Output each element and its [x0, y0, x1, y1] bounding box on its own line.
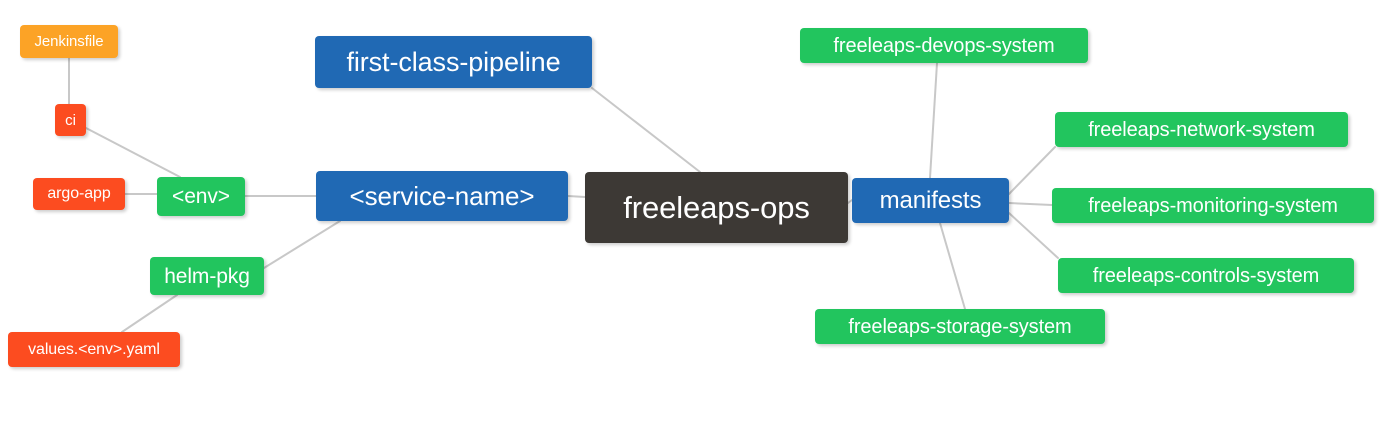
node-env[interactable]: <env>	[157, 177, 245, 216]
edge-first-class-pipeline-to-freeleaps-ops	[591, 87, 701, 173]
node-label-jenkinsfile: Jenkinsfile	[34, 33, 104, 50]
node-label-freeleaps-devops-system: freeleaps-devops-system	[833, 34, 1055, 57]
node-freeleaps-controls-system[interactable]: freeleaps-controls-system	[1058, 258, 1354, 293]
node-freeleaps-monitoring-system[interactable]: freeleaps-monitoring-system	[1052, 188, 1374, 223]
node-label-service-name: <service-name>	[349, 181, 535, 211]
node-label-values-yaml: values.<env>.yaml	[28, 340, 160, 358]
edge-manifests-to-freeleaps-devops-system	[929, 62, 938, 179]
node-label-freeleaps-monitoring-system: freeleaps-monitoring-system	[1088, 194, 1338, 217]
edge-manifests-to-freeleaps-network-system	[1008, 146, 1056, 195]
node-label-ci: ci	[65, 111, 76, 129]
edge-manifests-to-freeleaps-controls-system	[1008, 212, 1059, 259]
node-freeleaps-ops[interactable]: freeleaps-ops	[585, 172, 848, 243]
node-label-freeleaps-ops: freeleaps-ops	[623, 190, 810, 225]
edge-manifests-to-freeleaps-storage-system	[939, 222, 966, 310]
edge-service-name-to-helm-pkg	[263, 220, 341, 269]
node-label-freeleaps-storage-system: freeleaps-storage-system	[848, 315, 1072, 338]
node-label-freeleaps-controls-system: freeleaps-controls-system	[1092, 264, 1320, 287]
node-ci[interactable]: ci	[55, 104, 86, 136]
node-first-class-pipeline[interactable]: first-class-pipeline	[315, 36, 592, 88]
node-freeleaps-network-system[interactable]: freeleaps-network-system	[1055, 112, 1348, 147]
node-freeleaps-devops-system[interactable]: freeleaps-devops-system	[800, 28, 1088, 63]
node-label-freeleaps-network-system: freeleaps-network-system	[1088, 118, 1315, 141]
node-label-argo-app: argo-app	[47, 185, 111, 202]
node-manifests[interactable]: manifests	[852, 178, 1009, 223]
node-helm-pkg[interactable]: helm-pkg	[150, 257, 264, 295]
node-values-yaml[interactable]: values.<env>.yaml	[8, 332, 180, 367]
node-jenkinsfile[interactable]: Jenkinsfile	[20, 25, 118, 58]
node-label-manifests: manifests	[879, 186, 982, 214]
edge-freeleaps-ops-to-service-name	[567, 195, 586, 198]
edge-manifests-to-freeleaps-monitoring-system	[1008, 202, 1053, 206]
node-label-helm-pkg: helm-pkg	[164, 264, 250, 288]
node-freeleaps-storage-system[interactable]: freeleaps-storage-system	[815, 309, 1105, 344]
edge-env-to-ci	[85, 127, 181, 178]
node-label-first-class-pipeline: first-class-pipeline	[346, 46, 561, 77]
node-argo-app[interactable]: argo-app	[33, 178, 125, 210]
node-service-name[interactable]: <service-name>	[316, 171, 568, 221]
edge-helm-pkg-to-values-yaml	[121, 294, 178, 333]
node-label-env: <env>	[172, 185, 230, 208]
